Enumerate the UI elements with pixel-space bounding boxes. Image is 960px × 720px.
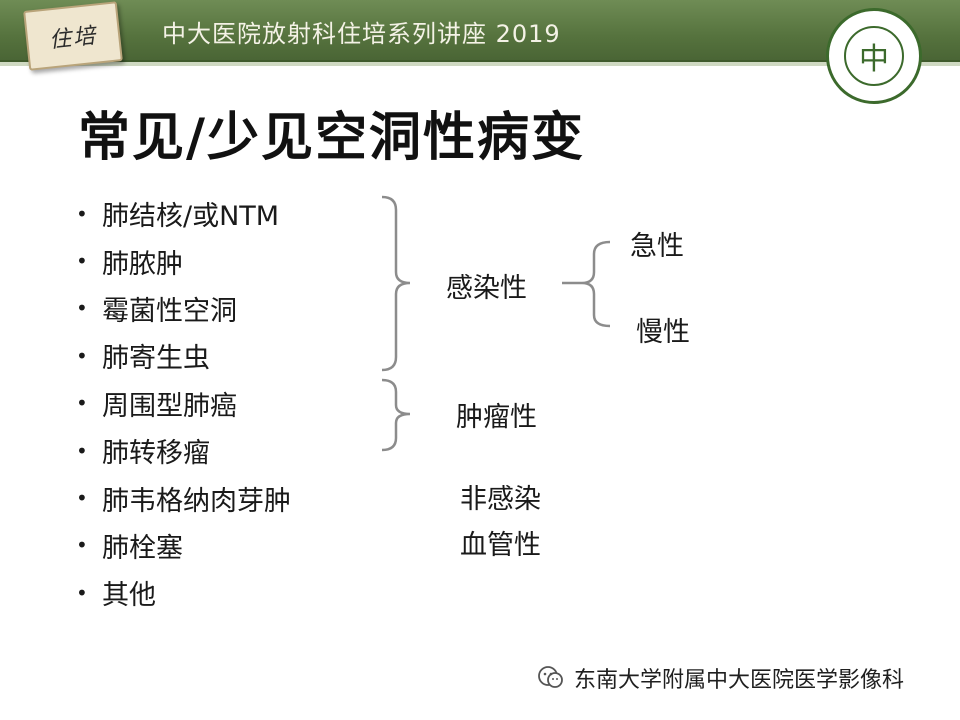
list-item-text: 其他 <box>102 580 156 612</box>
list-item-text: 肺脓肿 <box>102 248 183 280</box>
non-infectious-label: 非感染 <box>460 484 541 515</box>
vascular-label: 血管性 <box>460 530 541 561</box>
list-item-text: 肺寄生虫 <box>102 343 210 375</box>
bullet-icon: • <box>76 486 88 511</box>
infectious-bracket <box>381 195 411 372</box>
list-item-text: 肺韦格纳肉芽肿 <box>102 485 291 517</box>
infectious-label: 感染性 <box>446 273 527 304</box>
acute-chronic-bracket <box>562 240 611 328</box>
wechat-icon <box>536 663 566 693</box>
list-item-text: 肺结核/或NTM <box>102 201 280 233</box>
banner-title: 中大医院放射科住培系列讲座 2019 <box>162 20 561 48</box>
bullet-icon: • <box>76 391 88 416</box>
neoplastic-bracket <box>381 378 411 452</box>
lesion-list: • 肺结核/或NTM • 肺脓肿 • 霉菌性空洞 • 肺寄生虫 • 周围型肺癌 • 肺转移瘤… <box>76 190 291 617</box>
list-item-text: 肺转移瘤 <box>102 438 210 470</box>
watermark-text: 东南大学附属中大医院医学影像科 <box>574 668 905 693</box>
list-item: • 肺寄生虫 <box>76 332 291 379</box>
list-item: • 肺结核/或NTM <box>76 190 291 237</box>
bullet-icon: • <box>76 533 88 558</box>
bullet-icon: • <box>76 580 88 605</box>
neoplastic-label: 肿瘤性 <box>456 402 537 433</box>
list-item: • 霉菌性空洞 <box>76 285 291 332</box>
header-banner <box>0 0 960 62</box>
list-item: • 其他 <box>76 569 291 616</box>
chronic-label: 慢性 <box>636 317 690 348</box>
seal-inner-ring: 中 <box>844 26 904 86</box>
list-item: • 肺栓塞 <box>76 522 291 569</box>
bullet-icon: • <box>76 438 88 463</box>
seal-emblem-icon: 中 <box>859 42 889 77</box>
bullet-icon: • <box>76 249 88 274</box>
watermark: 东南大学附属中大医院医学影像科 <box>536 662 904 694</box>
list-item-text: 周围型肺癌 <box>102 390 237 422</box>
list-item: • 周围型肺癌 <box>76 380 291 427</box>
acute-label: 急性 <box>630 231 684 262</box>
slide-title: 常见/少见空洞性病变 <box>78 108 585 168</box>
list-item-text: 霉菌性空洞 <box>102 295 237 327</box>
bullet-icon: • <box>76 201 88 226</box>
list-item-text: 肺栓塞 <box>102 532 183 564</box>
list-item: • 肺脓肿 <box>76 237 291 284</box>
list-item: • 肺转移瘤 <box>76 427 291 474</box>
bullet-icon: • <box>76 343 88 368</box>
list-item: • 肺韦格纳肉芽肿 <box>76 474 291 521</box>
header-stripe <box>0 62 960 66</box>
hospital-seal-logo: 中 <box>826 8 922 104</box>
bullet-icon: • <box>76 296 88 321</box>
